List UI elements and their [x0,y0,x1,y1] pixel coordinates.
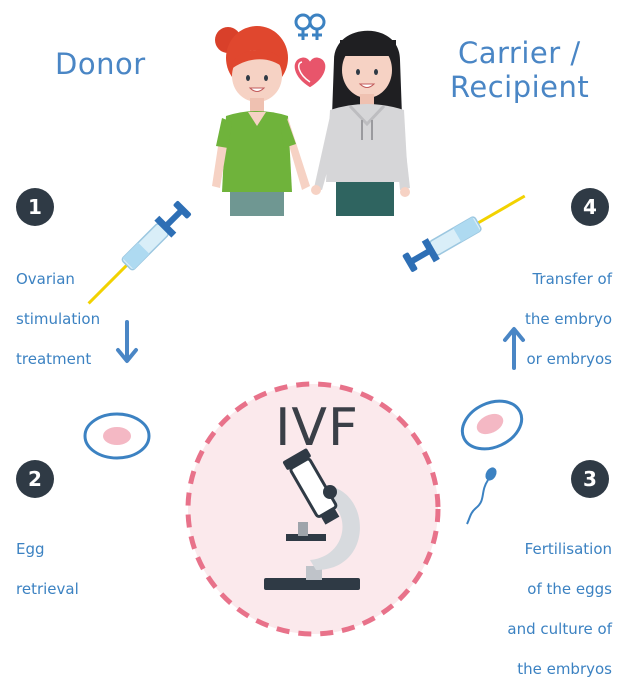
heart-icon [294,57,326,88]
recipient-title-line1: Carrier / [458,36,581,70]
step-3-line: and culture of [507,620,612,638]
step-3-line: the embryos [517,660,612,678]
illustration-layer [83,13,526,637]
step-2-line: Egg [16,540,45,558]
ivf-diagram: Donor Carrier / Recipient [16,13,612,678]
ivf-label: IVF [275,398,359,458]
step-4-badge: 4 [571,188,609,226]
step-2-badge: 2 [16,460,54,498]
step-1-line: Ovarian [16,270,75,288]
syringe-icon [402,194,526,272]
recipient-woman-illustration [311,30,410,216]
step-1-text: Ovarian stimulation treatment [16,249,100,389]
step-3-text: Fertilisation of the eggs and culture of… [507,519,612,699]
step-2-text: Egg retrieval [16,519,79,619]
step-4-line: or embryos [526,350,612,368]
step-3-badge: 3 [571,460,609,498]
egg-cell-icon [460,399,524,451]
step-1-badge: 1 [16,188,54,226]
step-3-line: of the eggs [527,580,612,598]
donor-title: Donor [55,47,146,81]
donor-woman-illustration [212,26,310,216]
sperm-icon [466,467,497,525]
step-2-line: retrieval [16,580,79,598]
arrow-icon [503,327,525,370]
step-4-line: the embryo [525,310,612,328]
microscope-icon [264,448,360,590]
female-female-icon [294,13,326,40]
syringe-icon [87,200,192,305]
step-4-text: Transfer of the embryo or embryos [525,249,612,389]
step-3-line: Fertilisation [524,540,612,558]
arrow-icon [116,320,138,363]
step-1-line: treatment [16,350,92,368]
recipient-title: Carrier / Recipient [450,36,589,104]
step-4-line: Transfer of [532,270,612,288]
step-1-line: stimulation [16,310,101,328]
recipient-title-line2: Recipient [450,70,590,104]
egg-cell-icon [83,412,151,460]
